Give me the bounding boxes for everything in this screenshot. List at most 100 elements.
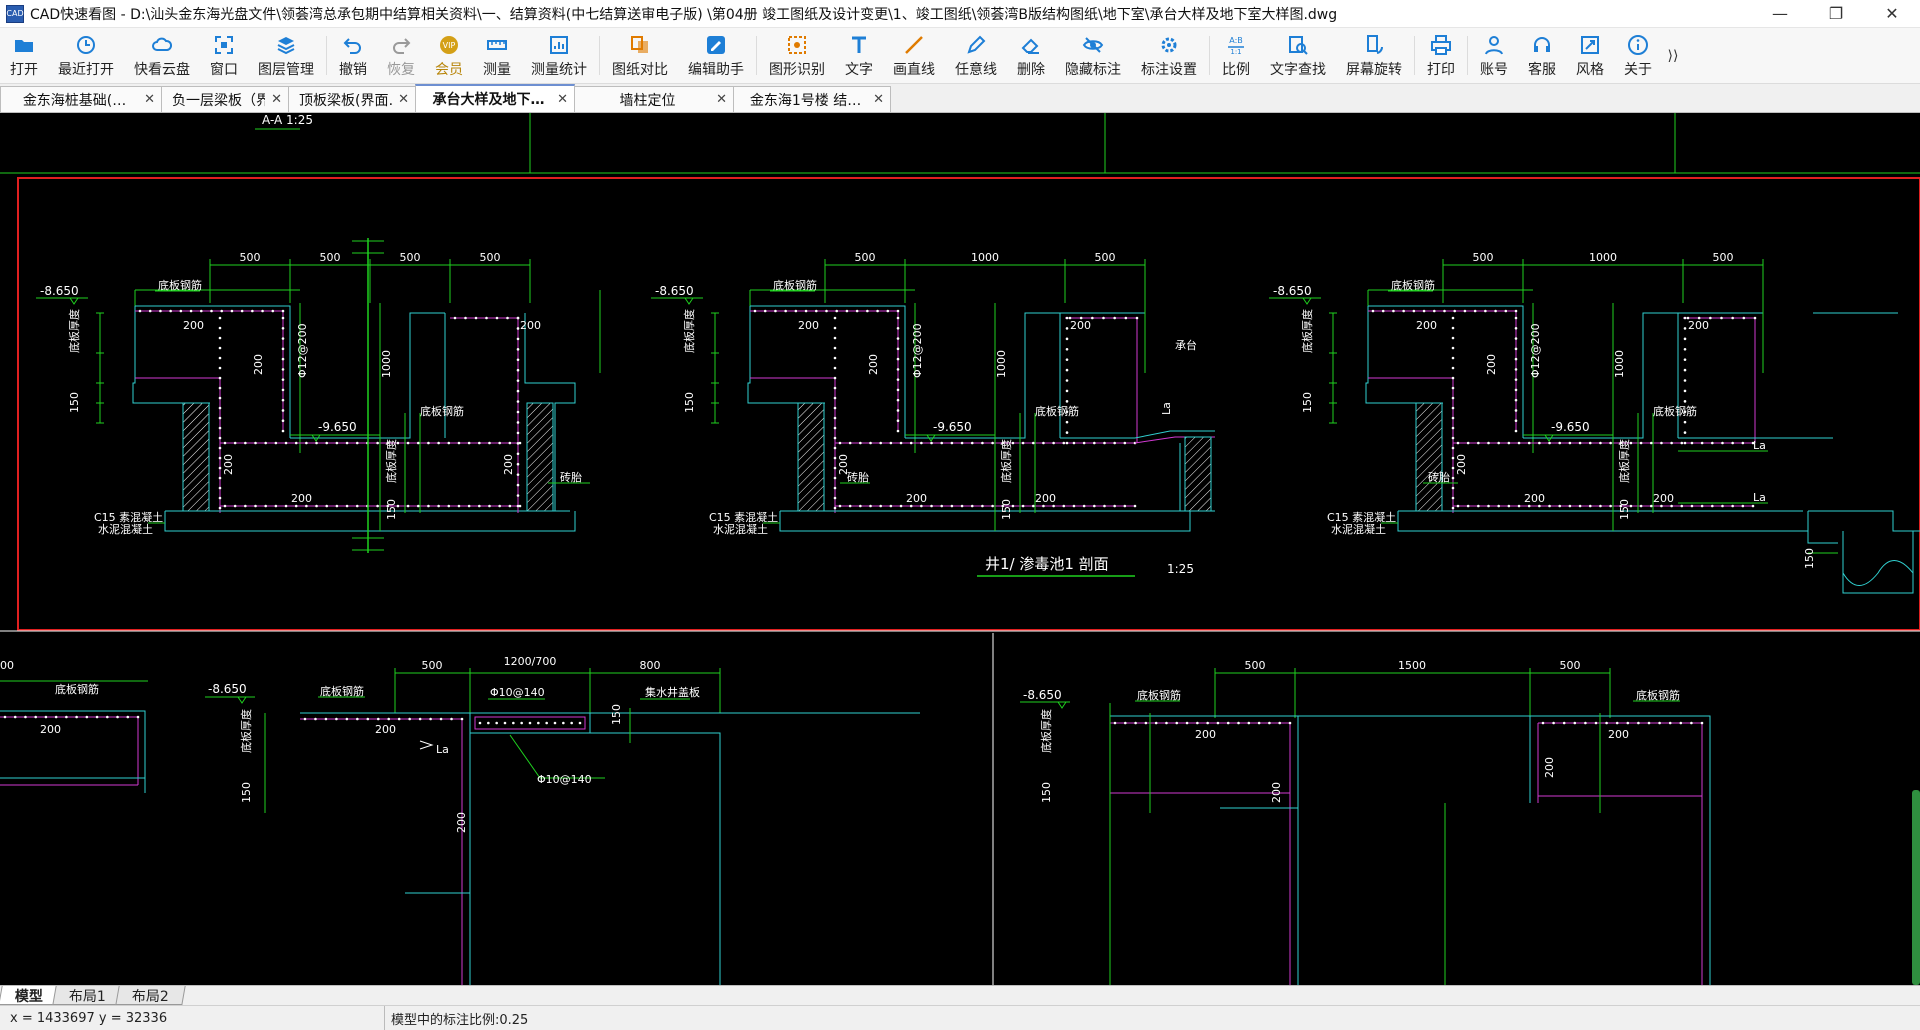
hide-mark-label: 隐藏标注	[1065, 61, 1121, 78]
document-tab[interactable]: 金东海1号楼 结…✕	[733, 86, 891, 112]
document-tab[interactable]: 顶板梁板(界面…✕	[288, 86, 416, 112]
undo-button[interactable]: 撤销	[329, 28, 377, 84]
line-button[interactable]: 画直线	[883, 28, 945, 84]
measure-stats-button[interactable]: 测量统计	[521, 28, 597, 84]
elevation-label: -8.650	[208, 682, 247, 696]
dim-200-label: 200	[798, 319, 819, 332]
edit-assist-label: 编辑助手	[688, 61, 744, 78]
concrete-label: 水泥混凝土	[98, 522, 153, 536]
thickness-label: 底板厚度	[239, 709, 253, 753]
thickness-label: 底板厚度	[67, 309, 81, 353]
toolbar-more-icon[interactable]: ⟩⟩	[1667, 47, 1679, 64]
account-button[interactable]: 账号	[1470, 28, 1518, 84]
la-label: La	[1753, 491, 1766, 504]
style-button[interactable]: 风格	[1566, 28, 1614, 84]
recent-button[interactable]: 最近打开	[48, 28, 124, 84]
document-tab-label: 金东海桩基础(…	[22, 92, 127, 109]
bar-spec-label: Φ12@200	[1529, 323, 1542, 378]
layout-tab[interactable]: 布局2	[115, 986, 186, 1005]
mark-settings-label: 标注设置	[1141, 61, 1197, 78]
edit-assist-button[interactable]: 编辑助手	[678, 28, 754, 84]
tab-close-icon[interactable]: ✕	[557, 91, 568, 107]
elevation-label: -9.650	[318, 420, 357, 434]
layout-tab-label: 布局2	[131, 989, 169, 1005]
svg-text:1:1: 1:1	[1230, 48, 1241, 56]
redo-button[interactable]: 恢复	[377, 28, 425, 84]
tab-close-icon[interactable]: ✕	[716, 92, 727, 107]
elevation-label: -8.650	[1273, 284, 1312, 298]
dimension-label: 500	[422, 659, 443, 672]
la-label: La	[1160, 402, 1173, 415]
layers-icon	[275, 34, 297, 56]
close-window-button[interactable]: ✕	[1885, 4, 1899, 23]
delete-button[interactable]: 删除	[1007, 28, 1055, 84]
tab-close-icon[interactable]: ✕	[398, 92, 409, 107]
rotate-button[interactable]: 屏幕旋转	[1336, 28, 1412, 84]
recognize-button[interactable]: 图形识别	[759, 28, 835, 84]
undo-label: 撤销	[339, 61, 367, 78]
tab-close-icon[interactable]: ✕	[873, 92, 884, 107]
vertical-scrollbar[interactable]	[1910, 790, 1920, 990]
tab-close-icon[interactable]: ✕	[144, 92, 155, 107]
ruler-icon	[486, 34, 508, 56]
about-button[interactable]: 关于	[1614, 28, 1662, 84]
compare-button[interactable]: 图纸对比	[602, 28, 678, 84]
pen-icon	[965, 34, 987, 56]
dim-200-label: 200	[375, 723, 396, 736]
measure-button[interactable]: 测量	[473, 28, 521, 84]
document-tab[interactable]: 负一层梁板（界…✕	[161, 86, 289, 112]
rebar-label: 底板钢筋	[1653, 404, 1697, 418]
layout-tab[interactable]: 模型	[0, 986, 60, 1005]
svg-text:VIP: VIP	[443, 41, 456, 50]
cover-label: 集水井盖板	[645, 685, 700, 699]
document-tab-bar: 金东海桩基础(…✕负一层梁板（界…✕顶板梁板(界面…✕承台大样及地下…✕墙柱定位…	[0, 84, 1920, 113]
document-tab[interactable]: 承台大样及地下…✕	[415, 84, 575, 112]
dim-1000-label: 1000	[995, 350, 1008, 378]
hide-mark-button[interactable]: 隐藏标注	[1055, 28, 1131, 84]
maximize-button[interactable]: ❐	[1828, 4, 1844, 23]
document-tab[interactable]: 金东海桩基础(… ✕	[0, 86, 162, 112]
section-header-label: A-A 1:25	[262, 113, 313, 127]
dimension-label: 1000	[971, 251, 999, 264]
bar-spec-label: Φ10@140	[537, 773, 592, 786]
mark-settings-button[interactable]: 标注设置	[1131, 28, 1207, 84]
elevation-label: -9.650	[933, 420, 972, 434]
rebar-label: 底板钢筋	[1035, 404, 1079, 418]
service-button[interactable]: 客服	[1518, 28, 1566, 84]
document-tab[interactable]: 墙柱定位✕	[574, 86, 734, 112]
dim-150-label: 150	[610, 704, 623, 725]
dim-200-label: 200	[291, 492, 312, 505]
freeline-button[interactable]: 任意线	[945, 28, 1007, 84]
find-text-icon	[1287, 34, 1309, 56]
status-bar: x = 1433697 y = 32336 模型中的标注比例:0.25	[0, 1005, 1920, 1030]
print-button[interactable]: 打印	[1417, 28, 1465, 84]
dimension-label: 500	[1245, 659, 1266, 672]
layout-tab-label: 布局1	[68, 989, 106, 1005]
scrollbar-thumb[interactable]	[1912, 790, 1920, 985]
dimension-label: 00	[0, 659, 14, 672]
minimize-button[interactable]: —	[1772, 4, 1788, 23]
open-button[interactable]: 打开	[0, 28, 48, 84]
window-button[interactable]: 窗口	[200, 28, 248, 84]
la-label: La	[1753, 439, 1766, 452]
cloud-button[interactable]: 快看云盘	[124, 28, 200, 84]
line-label: 画直线	[893, 61, 935, 78]
find-text-button[interactable]: 文字查找	[1260, 28, 1336, 84]
rebar-label: 底板钢筋	[773, 278, 817, 292]
layout-tab[interactable]: 布局1	[52, 986, 123, 1005]
print-icon	[1430, 34, 1452, 56]
dimension-label: 1200/700	[504, 655, 557, 668]
text-button[interactable]: 文字	[835, 28, 883, 84]
layers-button[interactable]: 图层管理	[248, 28, 324, 84]
tab-close-icon[interactable]: ✕	[271, 92, 282, 107]
svg-text:A:B: A:B	[1229, 36, 1243, 45]
annotation-scale: 模型中的标注比例:0.25	[391, 1012, 529, 1028]
line-icon	[903, 34, 925, 56]
style-icon	[1579, 34, 1601, 56]
thickness-label: 底板厚度	[999, 439, 1013, 483]
